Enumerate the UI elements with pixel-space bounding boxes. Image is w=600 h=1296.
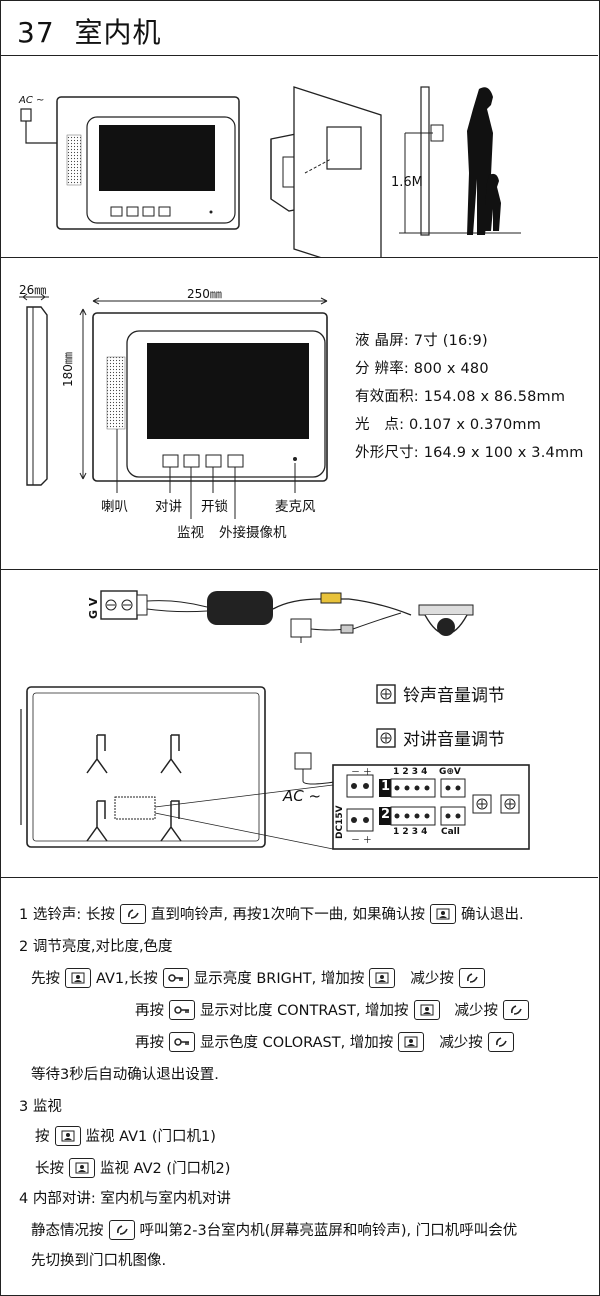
title-bar: 37 室内机 — [1, 1, 598, 56]
gv-port-label: G⊕V — [439, 767, 461, 777]
depth-dimension: 26㎜ — [19, 283, 47, 297]
step-1: 1 选铃声: 长按 直到响铃声, 再按1次响下一曲, 如果确认按 确认退出. — [19, 903, 524, 924]
step-2-contrast: 再按 显示对比度 CONTRAST, 增加按 减少按 — [135, 999, 534, 1020]
spec-resolution: 分 辨率: 800 x 480 — [355, 361, 489, 377]
ac-supply-label: AC ~ — [283, 787, 322, 805]
talk-key-icon — [458, 967, 485, 988]
talk-key-icon — [487, 1031, 514, 1052]
port-1-label: 1 — [381, 779, 391, 794]
call-port-label: Call — [441, 827, 460, 837]
unlock-key-icon — [169, 999, 195, 1020]
installation-drawing — [20, 86, 521, 257]
callout-talk: 对讲 — [155, 499, 182, 515]
step-4-detail: 静态情况按 呼叫第2-3台室内机(屏幕亮蓝屏和响铃声), 门口机呼叫会优 — [31, 1219, 517, 1240]
callout-speaker: 喇叭 — [101, 499, 128, 515]
bottom-polarity-label: － ＋ — [351, 836, 372, 846]
spec-dot-pitch: 光 点: 0.107 x 0.370mm — [355, 417, 542, 433]
monitor-key-icon — [430, 903, 457, 924]
width-dimension: 250㎜ — [187, 287, 222, 301]
bottom-pin-numbers: 1 2 3 4 — [393, 827, 428, 837]
unlock-key-icon — [169, 1031, 195, 1052]
talk-key-icon — [108, 1219, 135, 1240]
wiring-drawing — [20, 590, 530, 850]
monitor-key-icon — [398, 1031, 425, 1052]
port-2-label: 2 — [381, 807, 391, 822]
dc15v-label: DC15V — [335, 805, 345, 839]
talk-key-icon — [119, 903, 146, 924]
mount-height-label: 1.6M — [391, 175, 423, 190]
ring-volume-label: 铃声音量调节 — [403, 686, 505, 706]
callout-mic: 麦克风 — [275, 499, 316, 515]
callout-camera: 外接摄像机 — [219, 525, 287, 541]
page-title: 37 室内机 — [17, 16, 162, 49]
ac-label: AC ~ — [19, 95, 45, 106]
spec-outline: 外形尺寸: 164.9 x 100 x 3.4mm — [355, 445, 584, 461]
wiring-panel: G V 铃声音量调节 对讲音量调节 AC ~ DC15V － ＋ － ＋ 1 2… — [1, 569, 598, 878]
monitor-key-icon — [54, 1125, 81, 1146]
step-3-av1: 按 监视 AV1 (门口机1) — [35, 1125, 216, 1146]
monitor-key-icon — [369, 967, 396, 988]
spec-lcd: 液 晶屏: 7寸 (16:9) — [355, 333, 488, 349]
step-4: 4 内部对讲: 室内机与室内机对讲 — [19, 1191, 231, 1207]
callout-monitor: 监视 — [177, 525, 204, 541]
top-polarity-label: － ＋ — [351, 768, 372, 778]
unlock-key-icon — [162, 967, 189, 988]
dimensions-panel: 26㎜ 250㎜ 180㎜ 液 晶屏: 7寸 (16:9) 分 辨率: 800 … — [1, 257, 598, 570]
instructions: 1 选铃声: 长按 直到响铃声, 再按1次响下一曲, 如果确认按 确认退出. 2… — [1, 877, 598, 1295]
talk-volume-label: 对讲音量调节 — [403, 730, 505, 750]
installation-panel: AC ~ 1.6M — [1, 55, 598, 258]
step-2-brightness: 先按 AV1,长按 显示亮度 BRIGHT, 增加按 减少按 — [31, 967, 490, 988]
step-3: 3 监视 — [19, 1099, 62, 1115]
monitor-key-icon — [65, 967, 91, 988]
talk-key-icon — [503, 999, 530, 1020]
top-pin-numbers: 1 2 3 4 — [393, 767, 428, 777]
monitor-key-icon — [413, 999, 440, 1020]
step-2: 2 调节亮度,对比度,色度 — [19, 939, 173, 955]
dimensions-drawing — [19, 293, 328, 519]
spec-active-area: 有效面积: 154.08 x 86.58mm — [355, 389, 566, 405]
step-4-detail-cont: 先切换到门口机图像. — [31, 1253, 167, 1269]
step-2-wait: 等待3秒后自动确认退出设置. — [31, 1067, 219, 1083]
monitor-key-icon — [69, 1157, 95, 1178]
height-dimension: 180㎜ — [61, 352, 75, 387]
step-2-color: 再按 显示色度 COLORAST, 增加按 减少按 — [135, 1031, 519, 1052]
gv-terminal-label: G V — [87, 597, 100, 619]
step-3-av2: 长按 监视 AV2 (门口机2) — [35, 1157, 230, 1178]
callout-unlock: 开锁 — [201, 499, 228, 515]
